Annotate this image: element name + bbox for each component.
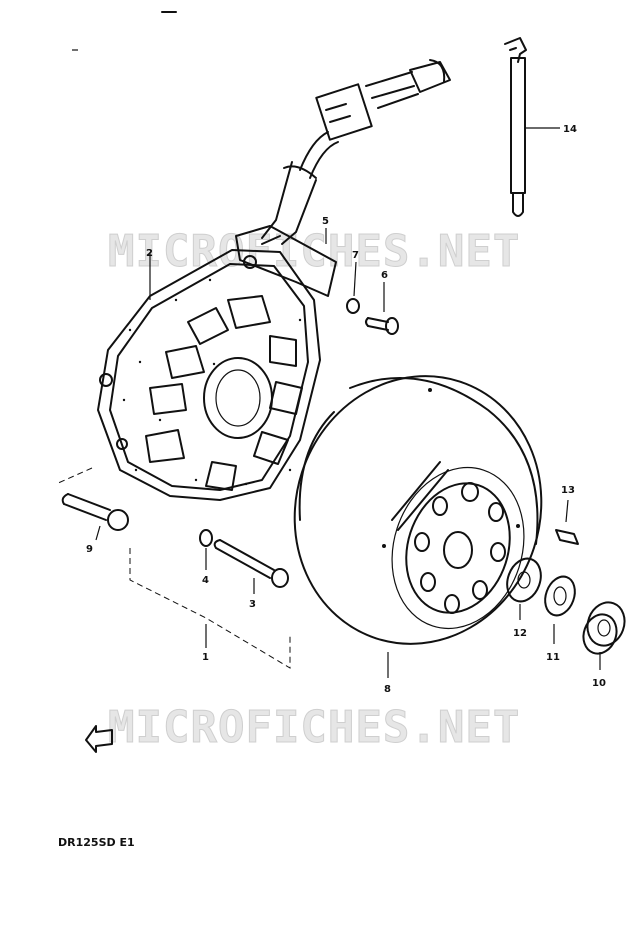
- callout-11: 11: [546, 652, 560, 663]
- part-10-nut: [582, 601, 626, 670]
- part-14-wire-band: [504, 37, 560, 217]
- callout-8: 8: [384, 684, 391, 695]
- part-6-screw: [365, 282, 399, 335]
- callout-4: 4: [202, 575, 209, 586]
- callout-2: 2: [146, 248, 153, 259]
- model-code: DR125SD E1: [58, 836, 135, 849]
- watermark-top: MICROFICHES.NET: [108, 226, 520, 277]
- callout-14: 14: [563, 124, 577, 135]
- callout-7: 7: [352, 250, 359, 261]
- part-2-stator: [97, 249, 321, 501]
- callout-10: 10: [592, 678, 606, 689]
- callout-12: 12: [513, 628, 527, 639]
- part-12-washer: [506, 557, 542, 620]
- callout-13: 13: [561, 485, 575, 496]
- part-8-rotor: [293, 375, 543, 678]
- callout-1: 1: [202, 652, 209, 663]
- part-9-bolt: [61, 493, 129, 541]
- callout-3: 3: [249, 599, 256, 610]
- front-arrow-icon: [85, 725, 113, 753]
- part-7-washer: [346, 261, 360, 314]
- part-wiring-harness: [235, 59, 451, 297]
- callout-9: 9: [86, 544, 93, 555]
- part-13-key: [555, 499, 579, 545]
- part-11-lock-washer: [544, 575, 576, 644]
- callout-6: 6: [381, 270, 388, 281]
- part-4-washer: [199, 529, 213, 570]
- part-1-assembly-bracket: [55, 467, 291, 669]
- part-3-screw: [213, 539, 289, 594]
- watermark-bottom: MICROFICHES.NET: [108, 702, 520, 753]
- callout-5: 5: [322, 216, 329, 227]
- callouts: 1 2 3 4 5 6 7 8 9 10 11 12 13 14: [86, 124, 606, 695]
